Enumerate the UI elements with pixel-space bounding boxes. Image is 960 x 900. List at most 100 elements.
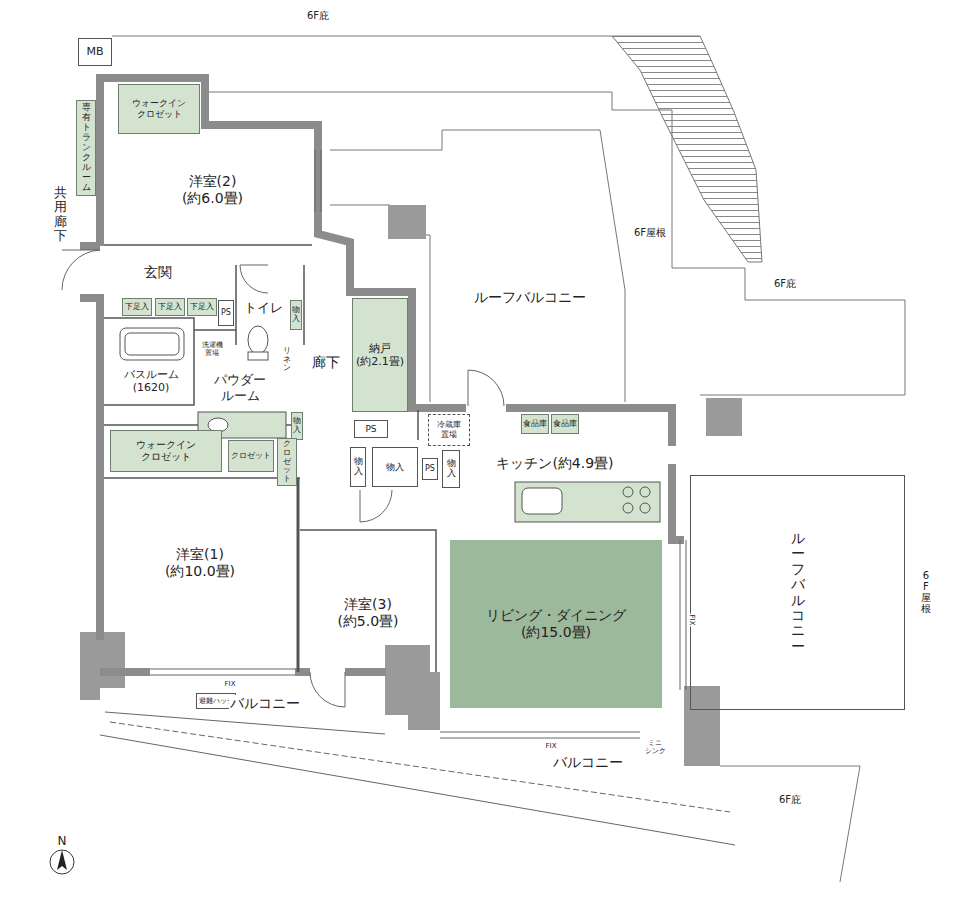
storage-box: クロゼット [277,438,297,486]
wall [345,668,386,676]
storage-box: 食品庫 [551,414,579,434]
room-label: 洗濯機 置場 [199,341,225,358]
utility-box: 物入 [372,447,418,487]
window-note: FIX [688,614,696,627]
storage-box: 下足入 [187,298,217,316]
door-swing [62,250,504,707]
room-label: 下足入 [158,302,182,312]
pillar [80,632,125,700]
utility-box: 物入 [442,450,460,488]
wall [96,300,104,640]
roof-note: 6F庇 [778,794,802,806]
window [680,540,686,690]
wall [80,294,104,302]
living-floor: リビング・ダイニング(約15.0畳) [450,540,662,708]
area-label: バルコニー [229,695,301,711]
fixture-label: ミニ シンク [642,739,667,755]
room-label: ウォークイン クロゼット [112,439,220,463]
roof-note: 6F庇 [773,278,797,290]
utility-box: PS [218,300,234,326]
room-label: 納戸 [369,342,391,355]
partition [104,477,300,479]
room-label: 専有トランクルーム [82,103,91,192]
wall [80,242,100,250]
fixture [623,487,633,497]
partition [417,410,419,440]
room-area: 洗濯機 置場 [198,338,226,360]
window [440,732,640,738]
door-swing [468,370,504,406]
room-label: 物入 [293,417,301,435]
room-label: 食品庫 [523,419,547,429]
window [150,669,295,675]
room-label: 洋室(1) [176,546,224,563]
room-label: PS [425,464,435,474]
room-label: 物入 [386,462,404,473]
room-label: PS [365,424,376,435]
roof-outline [720,766,860,882]
fixture [248,352,268,360]
room-label: (約5.0畳) [337,613,398,630]
room-label: 物入 [354,457,363,477]
roof-note: 6F屋根 [633,227,667,239]
compass [50,850,74,874]
wall [506,408,672,446]
partition [194,329,236,331]
storage-box: 食品庫 [521,414,549,434]
utility-box: PS [354,420,388,438]
storage-box: クロゼット [228,440,274,472]
window [315,150,321,212]
window [150,150,686,738]
area-label: ルーフバルコニー [473,289,587,305]
room-area: 洋室(1)(約10.0畳) [130,535,270,590]
door-swing [62,250,100,290]
fixture [125,333,179,355]
wall [100,78,466,408]
roof-outline [112,36,905,882]
pillar [388,205,426,239]
roof-note: 6F屋根 [920,570,932,614]
fixture [248,326,268,354]
room-label: ルーフバルコニー [791,531,805,654]
room-label: (約6.0畳) [182,190,243,207]
storage-box: ウォークイン クロゼット [110,430,222,472]
utility-box: PS [422,458,438,480]
storage-box: 下足入 [155,298,185,316]
fixture [120,326,660,522]
room-label: 下足入 [190,302,214,312]
balcony-edge [105,712,385,734]
room-label: リネン [283,347,291,373]
roof-outline [205,92,905,395]
utility-box: MB [78,38,112,66]
room-label: リビング・ダイニング [486,607,626,624]
room-area: 洋室(2)(約6.0畳) [120,140,305,240]
partition [235,265,237,345]
room-label: ウォークイン クロゼット [120,98,198,120]
balcony-edge [100,712,735,845]
roof-outline [112,36,612,37]
storage-box: 物入 [291,412,303,440]
room-label: PS [221,308,231,318]
pillar [385,645,440,730]
partition [104,245,436,672]
partition [300,530,436,672]
window-note: FIX [545,742,558,750]
compass [50,850,74,874]
fixture [515,482,660,522]
room-area: トイレ [238,294,288,322]
room-label: (約15.0畳) [521,624,591,641]
room-label: パウダー ルーム [201,372,279,403]
room-area: 洋室(3)(約5.0畳) [308,585,428,640]
balcony-area: ルーフバルコニー [690,475,905,710]
fixture [522,488,562,514]
storage-box: ウォークイン クロゼット [118,84,200,134]
partition [104,244,312,246]
fixture [640,503,650,513]
wall [100,668,150,676]
room-area: バスルーム(1620) [115,364,187,398]
room-label: バスルーム [124,368,179,381]
area-label: 廊下 [311,354,341,370]
room-area: キッチン(約4.9畳) [480,450,630,476]
